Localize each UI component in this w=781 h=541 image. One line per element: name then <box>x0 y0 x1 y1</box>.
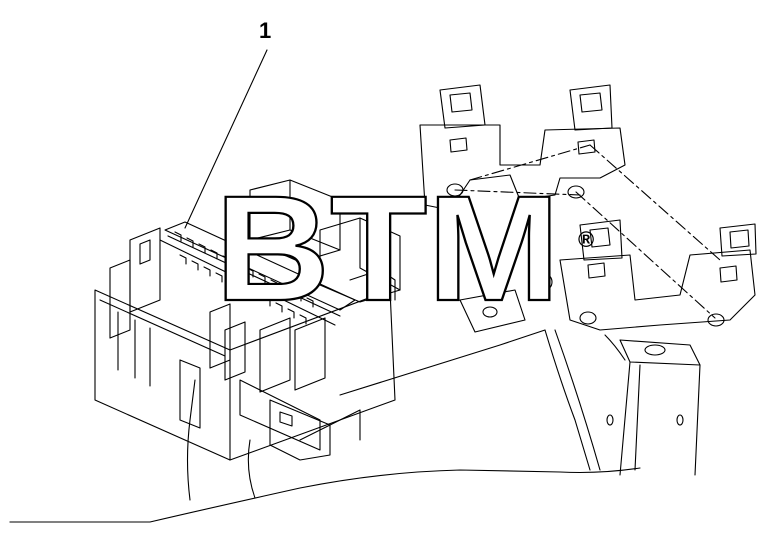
support-post <box>604 334 701 476</box>
watermark-logo: BTM ® <box>214 163 594 333</box>
callout-leader <box>184 49 268 229</box>
watermark-text: BTM <box>215 164 560 332</box>
registered-mark: ® <box>578 227 594 252</box>
mounting-bracket <box>9 329 641 523</box>
fuse-box <box>94 179 401 461</box>
callout-label-1: 1 <box>259 18 272 43</box>
terminal-bracket-lower <box>537 219 757 331</box>
projection-lines <box>454 144 721 319</box>
